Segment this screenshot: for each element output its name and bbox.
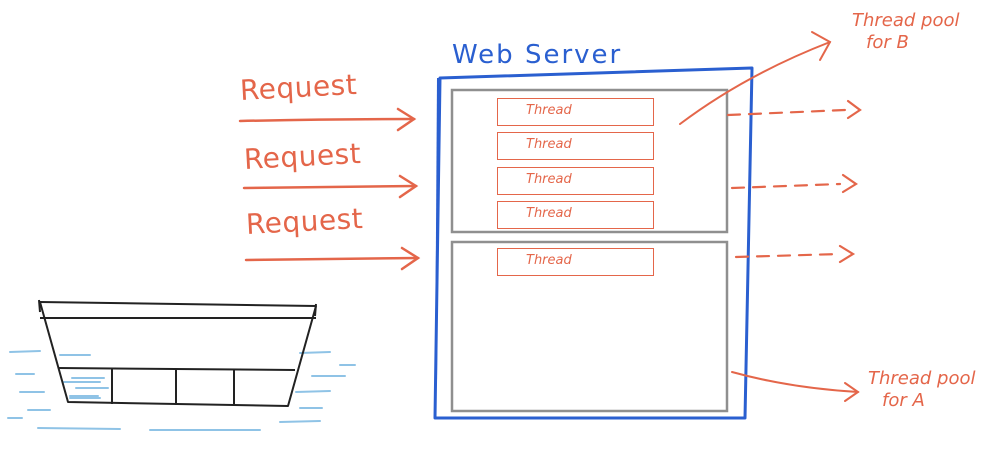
outgoing-arrow-1 — [726, 99, 862, 120]
pool-a-note-line1: Thread pool — [868, 368, 976, 389]
pool-b-note-line1: Thread pool — [852, 10, 960, 31]
thread-label: Thread — [526, 172, 572, 187]
pool-a-note: Thread pool for A — [868, 368, 976, 412]
request-arrow-2 — [242, 174, 419, 199]
web-server-title: Web Server — [452, 40, 623, 70]
thread-pool-a-box — [450, 240, 729, 413]
thread-pool-b-box — [450, 88, 729, 234]
request-arrow-3 — [244, 246, 421, 271]
thread-label: Thread — [526, 206, 572, 221]
pool-b-thread-3: Thread — [497, 167, 654, 195]
outgoing-arrow-3 — [734, 244, 856, 264]
request-arrow-1 — [238, 107, 417, 132]
pool-a-pointer — [731, 371, 860, 402]
pool-a-thread-1: Thread — [497, 248, 654, 276]
pool-b-pointer — [679, 31, 832, 125]
background-panel — [0, 0, 232, 248]
pool-b-note-line2: for B — [866, 32, 909, 53]
outgoing-arrow-2 — [730, 173, 859, 194]
pool-b-thread-2: Thread — [497, 132, 654, 160]
pool-a-note-line2: for A — [882, 390, 925, 411]
thread-label: Thread — [526, 137, 572, 152]
pool-b-thread-4: Thread — [497, 201, 654, 229]
thread-label: Thread — [526, 103, 572, 118]
boat-in-water-icon — [7, 299, 356, 431]
thread-label: Thread — [526, 253, 572, 268]
pool-b-note: Thread pool for B — [852, 10, 960, 54]
pool-b-thread-1: Thread — [497, 98, 654, 126]
